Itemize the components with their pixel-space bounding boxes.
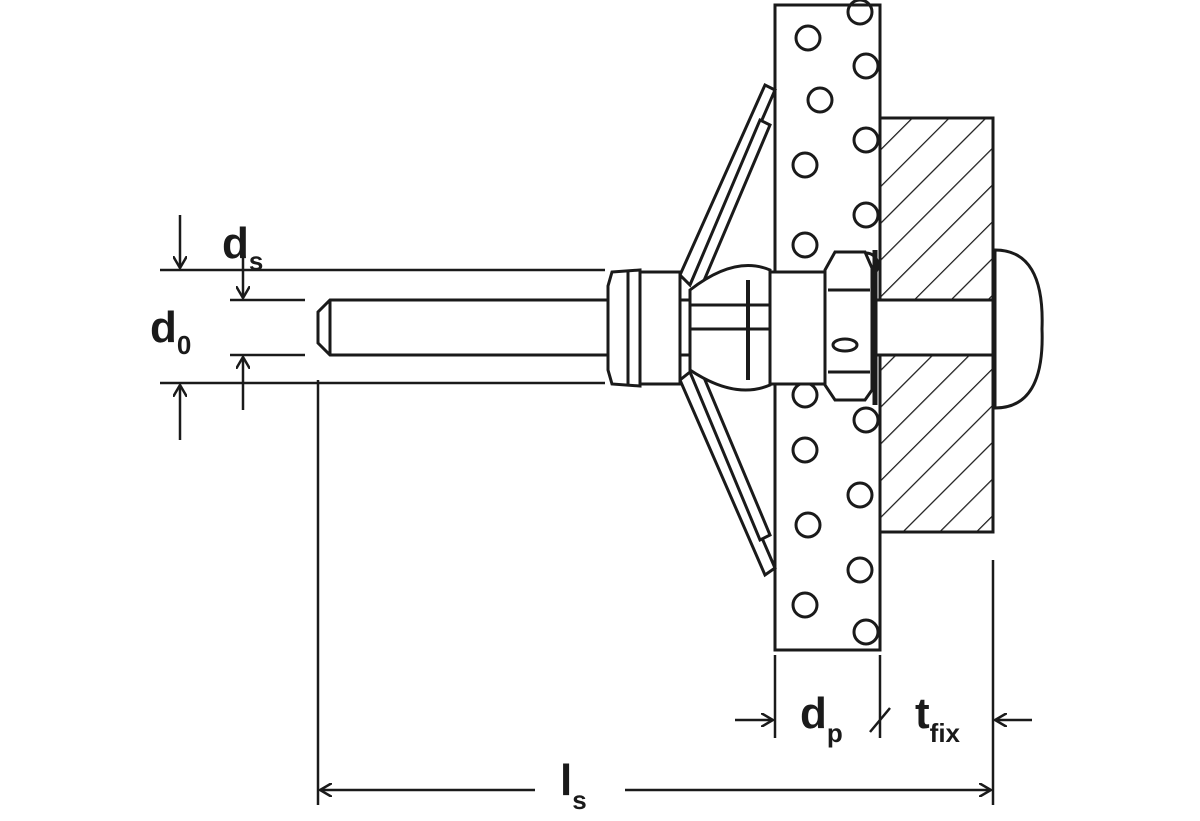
label-dp: dp	[800, 689, 843, 748]
anchor-wings	[678, 82, 777, 578]
board-hole	[852, 201, 880, 229]
anchor-body	[606, 250, 878, 405]
label-ls: ls	[560, 756, 587, 815]
label-ds: ds	[222, 219, 263, 276]
board-hole	[846, 0, 874, 26]
board-hole	[852, 618, 880, 646]
dimension-lines	[160, 215, 1032, 805]
board-hole	[791, 591, 819, 619]
board-hole	[806, 86, 834, 114]
board-hole	[794, 24, 822, 52]
board-hole	[794, 511, 822, 539]
board-hole	[846, 481, 874, 509]
label-tfix: tfix	[915, 689, 961, 748]
board-holes	[791, 0, 880, 646]
board-hole	[791, 231, 819, 259]
board-hole	[846, 556, 874, 584]
board-hole	[852, 406, 880, 434]
board-hole	[791, 436, 819, 464]
board-hole	[852, 126, 880, 154]
board-hole	[791, 151, 819, 179]
label-d0: d0	[150, 303, 191, 360]
board-hole	[852, 52, 880, 80]
screw-head	[993, 248, 1044, 410]
